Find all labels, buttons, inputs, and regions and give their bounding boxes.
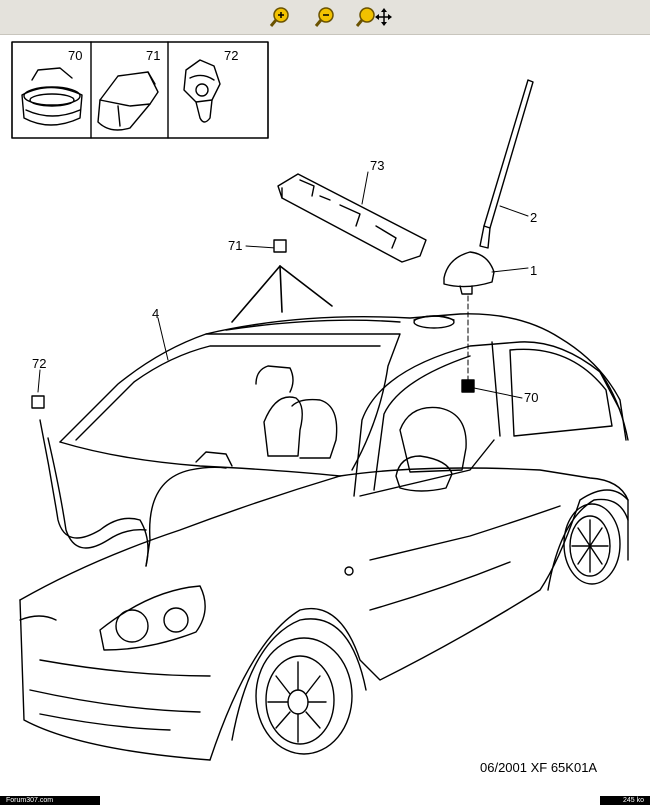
- zoom-in-button[interactable]: [268, 5, 292, 29]
- drawing-reference: 06/2001 XF 65K01A: [480, 760, 598, 775]
- footer-site: Forum307.com: [0, 796, 100, 805]
- antenna-diagram: 70 71 72 2 1 73 71 4 72 70: [11, 41, 629, 761]
- footer: Forum307.com 245 ko: [0, 796, 650, 805]
- bracket-73-drawing: [277, 173, 427, 263]
- inset-label-71: 71: [146, 48, 160, 63]
- callout-72: 72: [32, 356, 46, 371]
- leader-1: [491, 267, 529, 273]
- callout-2: 2: [530, 210, 537, 225]
- toolbar: [0, 0, 650, 35]
- zoom-out-icon: [314, 7, 334, 27]
- seal-ring-drawing: [21, 67, 83, 126]
- leader-4: [157, 317, 169, 361]
- leader-72: [37, 369, 41, 393]
- callout-71: 71: [228, 238, 242, 253]
- clip-71-drawing: [97, 71, 159, 131]
- leader-70: [473, 387, 523, 399]
- clip-72-marker: [31, 395, 45, 409]
- clip-71-marker: [273, 239, 287, 253]
- zoom-pan-icon: [355, 7, 392, 27]
- zoom-pan-button[interactable]: [355, 5, 392, 29]
- callout-4: 4: [152, 306, 159, 321]
- inset-label-72: 72: [224, 48, 238, 63]
- inset-label-70: 70: [68, 48, 82, 63]
- antenna-mast-drawing: [479, 79, 534, 249]
- leader-73: [361, 171, 369, 205]
- callout-73: 73: [370, 158, 384, 173]
- callout-1: 1: [530, 263, 537, 278]
- inset-frame: [11, 41, 269, 139]
- antenna-base-drawing: [443, 251, 495, 295]
- zoom-out-button[interactable]: [313, 5, 337, 29]
- footer-size: 245 ko: [600, 796, 650, 805]
- car-body-drawing: [19, 313, 629, 761]
- leader-71: [245, 245, 277, 249]
- callout-70: 70: [524, 390, 538, 405]
- clip-72-drawing: [183, 59, 221, 123]
- zoom-in-icon: [269, 7, 289, 27]
- seal-70-marker: [461, 379, 475, 393]
- leader-2: [499, 205, 529, 217]
